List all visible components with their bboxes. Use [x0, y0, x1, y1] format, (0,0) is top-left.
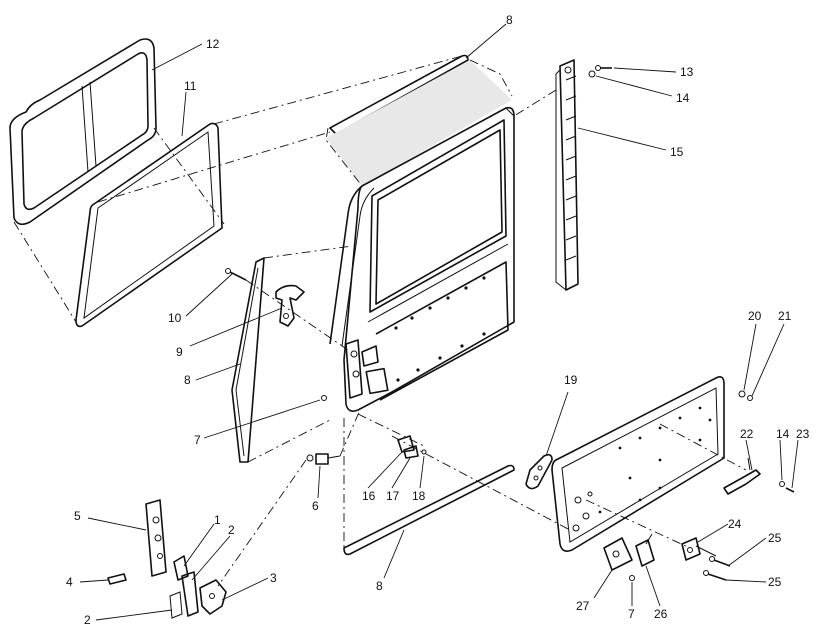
callout-14-right: 14: [776, 427, 790, 441]
alignment-line: [357, 413, 425, 447]
callout-3: 3: [270, 571, 277, 585]
washer-14: [588, 70, 596, 78]
callout-6: 6: [312, 499, 319, 513]
callout-22: 22: [740, 427, 754, 441]
bolt-25b: [703, 570, 727, 581]
alignment-line: [325, 127, 363, 187]
lever-22: [723, 457, 761, 495]
plate-27: [603, 537, 633, 571]
callout-8-bottom: 8: [376, 579, 383, 593]
window-frame-12: [9, 38, 157, 226]
callout-2-upper: 2: [228, 523, 235, 537]
arm-2: [169, 571, 199, 619]
alignment-line: [513, 89, 557, 117]
callout-7-top: 7: [194, 433, 201, 447]
bracket-3: [199, 579, 227, 615]
callout-17: 17: [386, 489, 400, 503]
handle-9: [275, 284, 305, 327]
washer-14b: [779, 481, 785, 487]
alignment-line: [659, 423, 747, 471]
callout-16: 16: [362, 489, 376, 503]
callout-4: 4: [66, 575, 73, 589]
screw-7a: [321, 395, 327, 401]
callout-2-lower: 2: [84, 613, 91, 627]
callout-23: 23: [796, 427, 810, 441]
pin-4: [107, 573, 127, 585]
callout-10: 10: [168, 311, 182, 325]
alignment-line: [391, 435, 571, 531]
alignment-line: [153, 127, 225, 225]
callout-20: 20: [748, 309, 762, 323]
leader-lines: [79, 23, 799, 621]
callout-15: 15: [670, 145, 684, 159]
alignment-line: [245, 279, 349, 351]
inner-door-panel: [551, 376, 725, 552]
callout-7-bottom: 7: [628, 607, 635, 621]
plate-5: [145, 499, 167, 577]
callout-26: 26: [654, 607, 668, 621]
link-1: [173, 555, 189, 581]
nut-21: [747, 395, 753, 401]
alignment-line: [217, 459, 307, 587]
washer-20: [738, 390, 746, 398]
callout-27: 27: [576, 599, 590, 613]
alignment-line: [469, 59, 513, 97]
callout-19: 19: [564, 373, 578, 387]
screw-10: [225, 268, 247, 281]
callout-1: 1: [214, 513, 221, 527]
alignment-line: [247, 419, 331, 463]
window-glass-11: [75, 122, 223, 328]
door-frame: [326, 60, 515, 412]
callout-8-top: 8: [506, 13, 513, 27]
alignment-line: [13, 221, 77, 323]
callout-9: 9: [176, 345, 183, 359]
seal-strip-top: [97, 54, 469, 203]
latch-24: [681, 537, 717, 561]
hinge-15: [555, 59, 579, 291]
callout-25-upper: 25: [768, 531, 782, 545]
callout-21: 21: [778, 309, 792, 323]
callout-25-lower: 25: [768, 575, 782, 589]
callout-18: 18: [412, 489, 426, 503]
callout-14-top: 14: [676, 91, 690, 105]
lock-6: [306, 453, 341, 465]
plate-19: [525, 453, 553, 490]
alignment-line: [585, 499, 691, 549]
seal-strip-side: [231, 257, 265, 463]
alignment-line: [263, 245, 353, 259]
callout-5: 5: [74, 509, 81, 523]
screw-23: [785, 487, 795, 493]
callout-12: 12: [206, 37, 220, 51]
callout-8-side: 8: [184, 373, 191, 387]
seal-strip-bottom: [343, 464, 515, 556]
callout-11: 11: [184, 79, 197, 93]
callout-labels: 12 11 8 13 14 15 10 9 8 7 19 20 21 22 14…: [66, 13, 810, 627]
bolt-25a: [709, 556, 731, 567]
screw-13: [595, 65, 612, 71]
screw-7b: [629, 575, 635, 581]
rod-26: [635, 533, 655, 567]
callout-24: 24: [728, 517, 742, 531]
callout-13: 13: [680, 65, 694, 79]
alignment-line: [339, 409, 361, 457]
